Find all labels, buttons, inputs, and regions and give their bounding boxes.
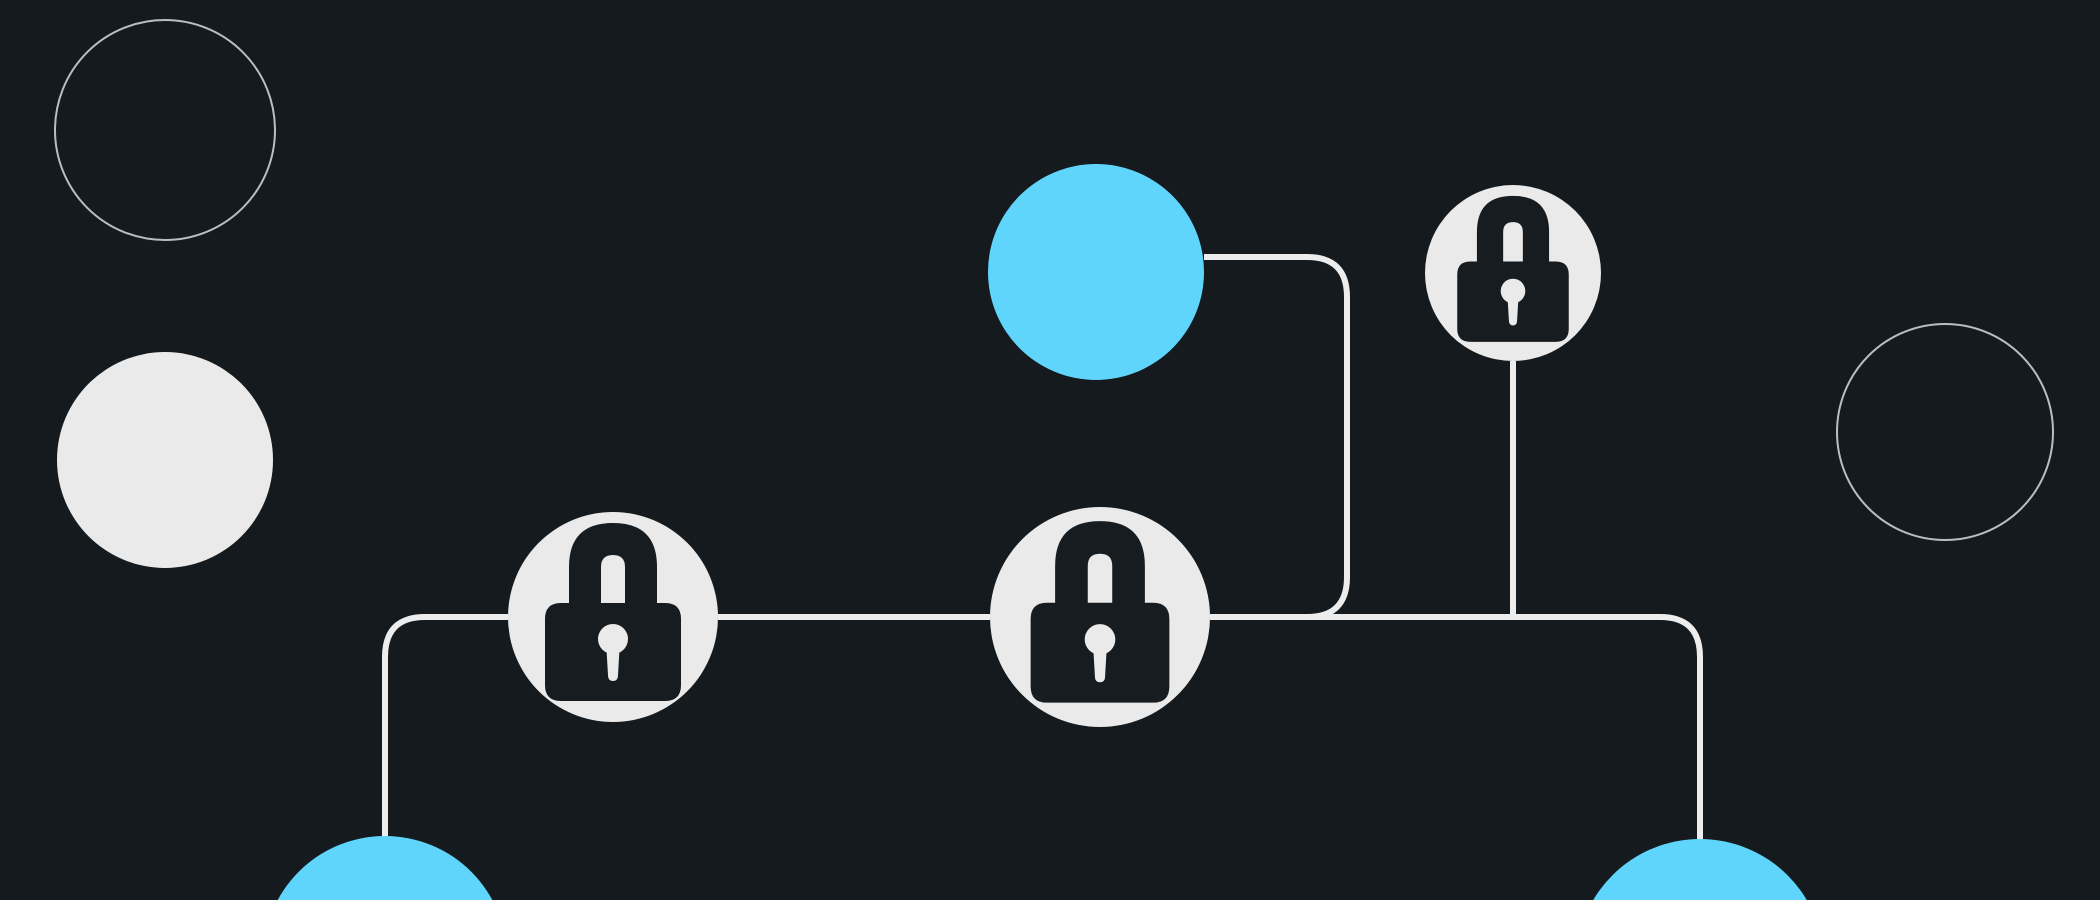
edge-bus-to-blue-bottom-right — [1210, 614, 1703, 845]
ghost-circle-right — [1836, 323, 2054, 541]
node-layer — [54, 19, 2054, 900]
node-blue-bottom-left[interactable] — [263, 836, 507, 900]
node-light-left[interactable] — [57, 352, 273, 568]
node-lock-left[interactable] — [508, 512, 718, 722]
edge-lock-left-to-blue-bottom-left — [382, 614, 508, 840]
node-lock-top-right[interactable] — [1425, 185, 1601, 361]
ghost-circle-top-left — [54, 19, 276, 241]
edge-layer — [382, 254, 1703, 845]
node-lock-center[interactable] — [990, 507, 1210, 727]
node-blue-bottom-right[interactable] — [1576, 839, 1824, 900]
node-blue-top[interactable] — [988, 164, 1204, 380]
